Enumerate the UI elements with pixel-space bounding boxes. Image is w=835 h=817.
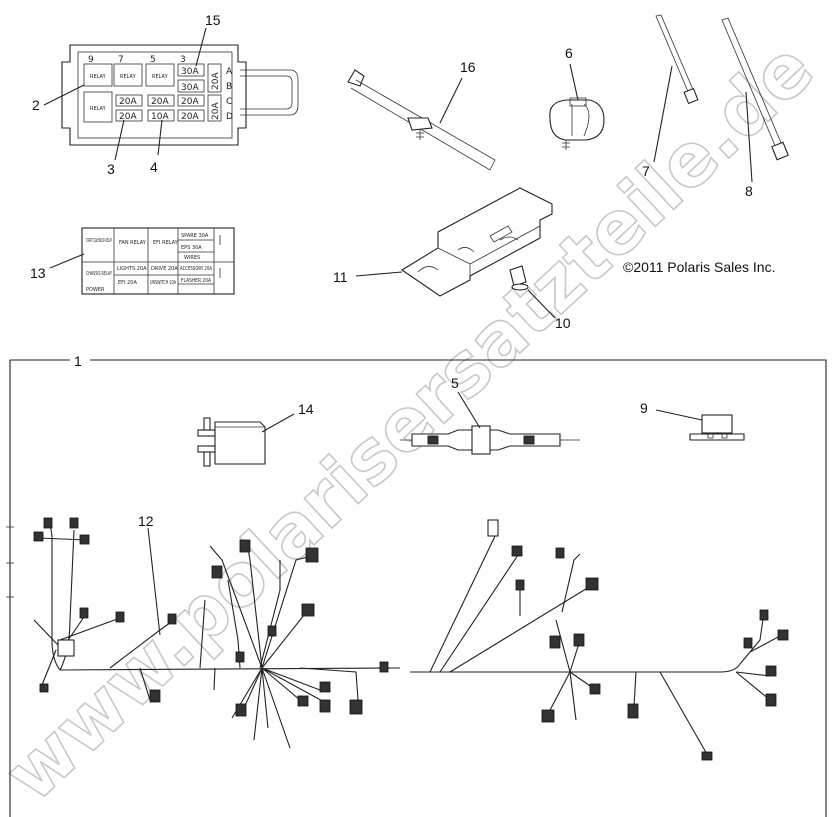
callout-8: 8 <box>745 183 753 199</box>
harness-frame <box>6 359 827 817</box>
callout-2: 2 <box>32 97 40 113</box>
top-number-7: 7 <box>118 55 124 65</box>
label-cell-4: SPARE 30A <box>181 233 209 239</box>
connector-clip <box>549 97 605 150</box>
top-number-5: 5 <box>150 55 156 65</box>
label-cell-9: DRIVE 20A <box>151 266 178 272</box>
label-cell-5: EPS 30A <box>181 245 202 251</box>
cable-tie-short <box>655 14 699 105</box>
label-cell-8: LIGHTS 20A <box>117 266 147 272</box>
callout-5: 5 <box>451 375 459 391</box>
relay-label-4: RELAY <box>90 106 107 112</box>
callout-12: 12 <box>138 513 154 529</box>
copyright-text: ©2011 Polaris Sales Inc. <box>623 259 775 275</box>
fuse-3: 20A <box>119 97 137 107</box>
label-cell-1: START SOLENOID RELAY <box>86 238 112 244</box>
fuse-2: 30A <box>181 83 199 93</box>
cable-tie-long <box>721 17 789 161</box>
fuse-8: 10A <box>151 112 169 122</box>
fuse-10: 20A <box>211 102 221 120</box>
harness-right <box>410 519 789 761</box>
circuit-breaker <box>689 414 745 441</box>
top-number-9: 9 <box>88 55 94 65</box>
callout-3: 3 <box>107 161 115 177</box>
relay <box>197 417 266 467</box>
callout-16: 16 <box>460 59 476 75</box>
callout-14: 14 <box>298 401 314 417</box>
row-letter-a: A <box>226 67 233 77</box>
push-rivet <box>509 265 529 291</box>
callout-9: 9 <box>640 400 648 416</box>
inline-fuse-holder <box>400 425 580 455</box>
callout-13: 13 <box>30 265 46 281</box>
push-mount-tie <box>347 69 496 171</box>
relay-label-3: RELAY <box>152 74 169 80</box>
label-cell-2: FAN RELAY <box>119 240 147 246</box>
fuse-4: 20A <box>151 97 169 107</box>
fuse-box: RELAY RELAY RELAY RELAY 30A 30A 20A 20A … <box>61 44 299 146</box>
label-cell-11: EFI 20A <box>118 280 137 286</box>
label-cell-3: EFI RELAY <box>153 240 179 246</box>
label-cell-14: POWER <box>86 287 105 293</box>
fuse-5: 20A <box>181 97 199 107</box>
fuse-6: 20A <box>119 112 137 122</box>
fuse-1: 30A <box>181 67 199 77</box>
callout-6: 6 <box>565 45 573 61</box>
row-letter-b: B <box>226 82 232 92</box>
callout-4: 4 <box>150 159 158 175</box>
fuse-9: 20A <box>211 72 221 90</box>
mounting-bracket <box>400 187 553 297</box>
relay-label-2: RELAY <box>120 74 137 80</box>
label-cell-10: ACCESSORY 20A <box>180 266 212 272</box>
callout-10: 10 <box>555 315 571 331</box>
callout-15: 15 <box>205 12 221 28</box>
label-cell-12: UNSWITCH 10A <box>150 280 176 286</box>
label-cell-7: CHASSIS RELAY <box>86 271 113 277</box>
label-cell-13: FLASHER 20A <box>181 278 212 284</box>
fuse-7: 20A <box>181 112 199 122</box>
harness-left <box>33 517 401 749</box>
callout-7: 7 <box>642 163 650 179</box>
relay-label-1: RELAY <box>90 74 107 80</box>
callout-11: 11 <box>333 269 348 285</box>
fuse-label-card: START SOLENOID RELAY FAN RELAY EFI RELAY… <box>81 227 235 295</box>
callout-1: 1 <box>74 353 82 369</box>
row-letter-d: D <box>226 112 233 122</box>
top-number-3: 3 <box>180 55 186 65</box>
label-cell-6: WIRES <box>184 255 200 261</box>
row-letter-c: C <box>226 97 232 107</box>
